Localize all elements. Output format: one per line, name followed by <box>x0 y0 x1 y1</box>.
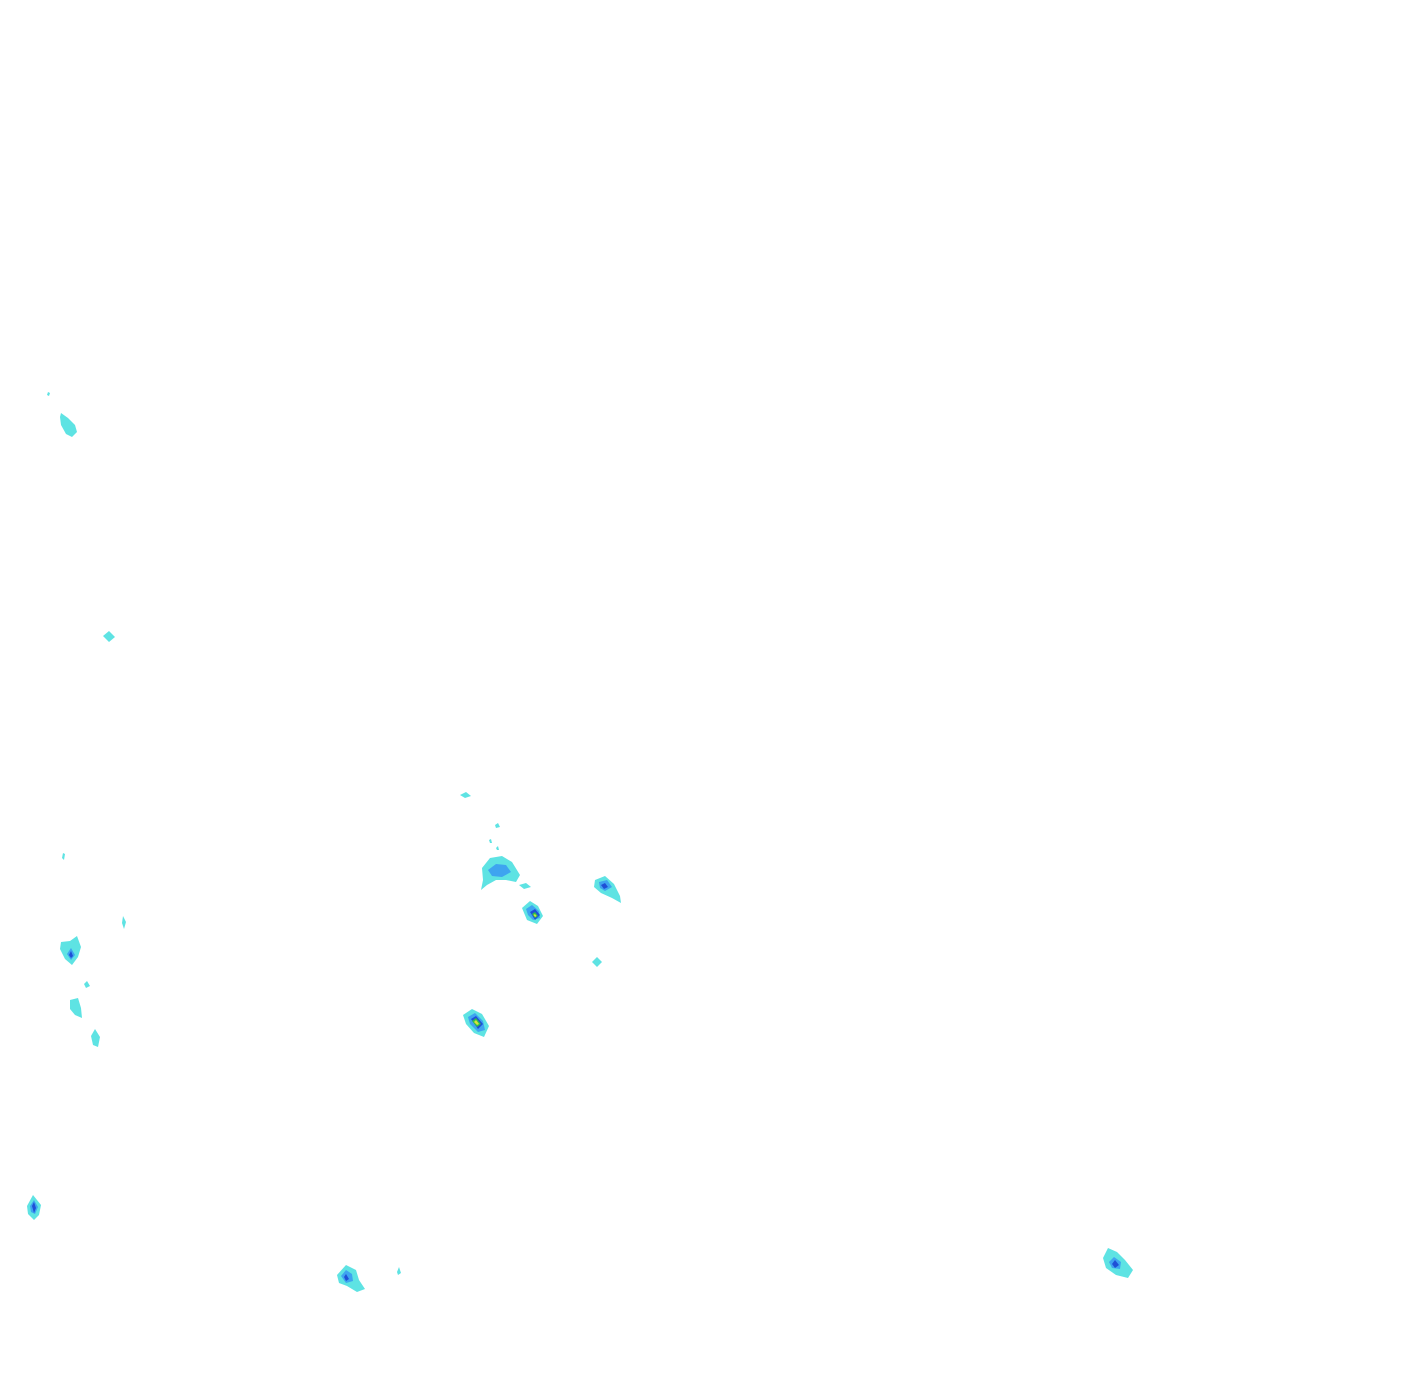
precip-cell <box>592 957 602 967</box>
precip-cell <box>463 1009 489 1037</box>
contour-level-1 <box>592 957 602 967</box>
contour-level-1 <box>60 413 77 437</box>
precip-cell <box>103 631 115 642</box>
precip-cell <box>481 856 531 890</box>
contour-level-5 <box>474 1020 479 1025</box>
contour-level-3 <box>344 1274 349 1281</box>
precip-cell <box>47 392 50 396</box>
contour-level-1 <box>84 981 90 988</box>
contour-level-1 <box>519 883 531 889</box>
contour-level-3 <box>69 951 73 958</box>
contour-level-1 <box>62 853 65 860</box>
precip-cell <box>70 998 82 1018</box>
contour-level-3 <box>601 883 608 889</box>
contour-level-1 <box>70 998 82 1018</box>
precip-cell <box>1103 1248 1133 1278</box>
precip-cell <box>397 1267 401 1275</box>
precip-cell <box>460 792 500 850</box>
precip-cell <box>91 1029 100 1047</box>
contour-level-1 <box>91 1029 100 1047</box>
precip-cell <box>62 853 126 988</box>
contour-level-1 <box>103 631 115 642</box>
contour-level-2 <box>488 864 511 877</box>
contour-level-1 <box>397 1267 401 1275</box>
contour-level-1 <box>495 823 500 828</box>
precip-cell <box>27 1195 41 1220</box>
contour-level-1 <box>122 916 126 929</box>
precip-cell <box>594 876 621 903</box>
precip-cell <box>522 901 543 924</box>
contour-level-5 <box>533 914 537 917</box>
contour-level-1 <box>47 392 50 396</box>
precip-cell <box>60 413 77 437</box>
contour-level-1 <box>496 846 499 850</box>
contour-level-1 <box>489 839 492 843</box>
precip-cell <box>69 951 73 958</box>
contour-level-3 <box>32 1202 36 1213</box>
contour-level-3 <box>1112 1260 1119 1268</box>
contour-level-1 <box>460 792 471 798</box>
precip-cell <box>337 1265 365 1292</box>
